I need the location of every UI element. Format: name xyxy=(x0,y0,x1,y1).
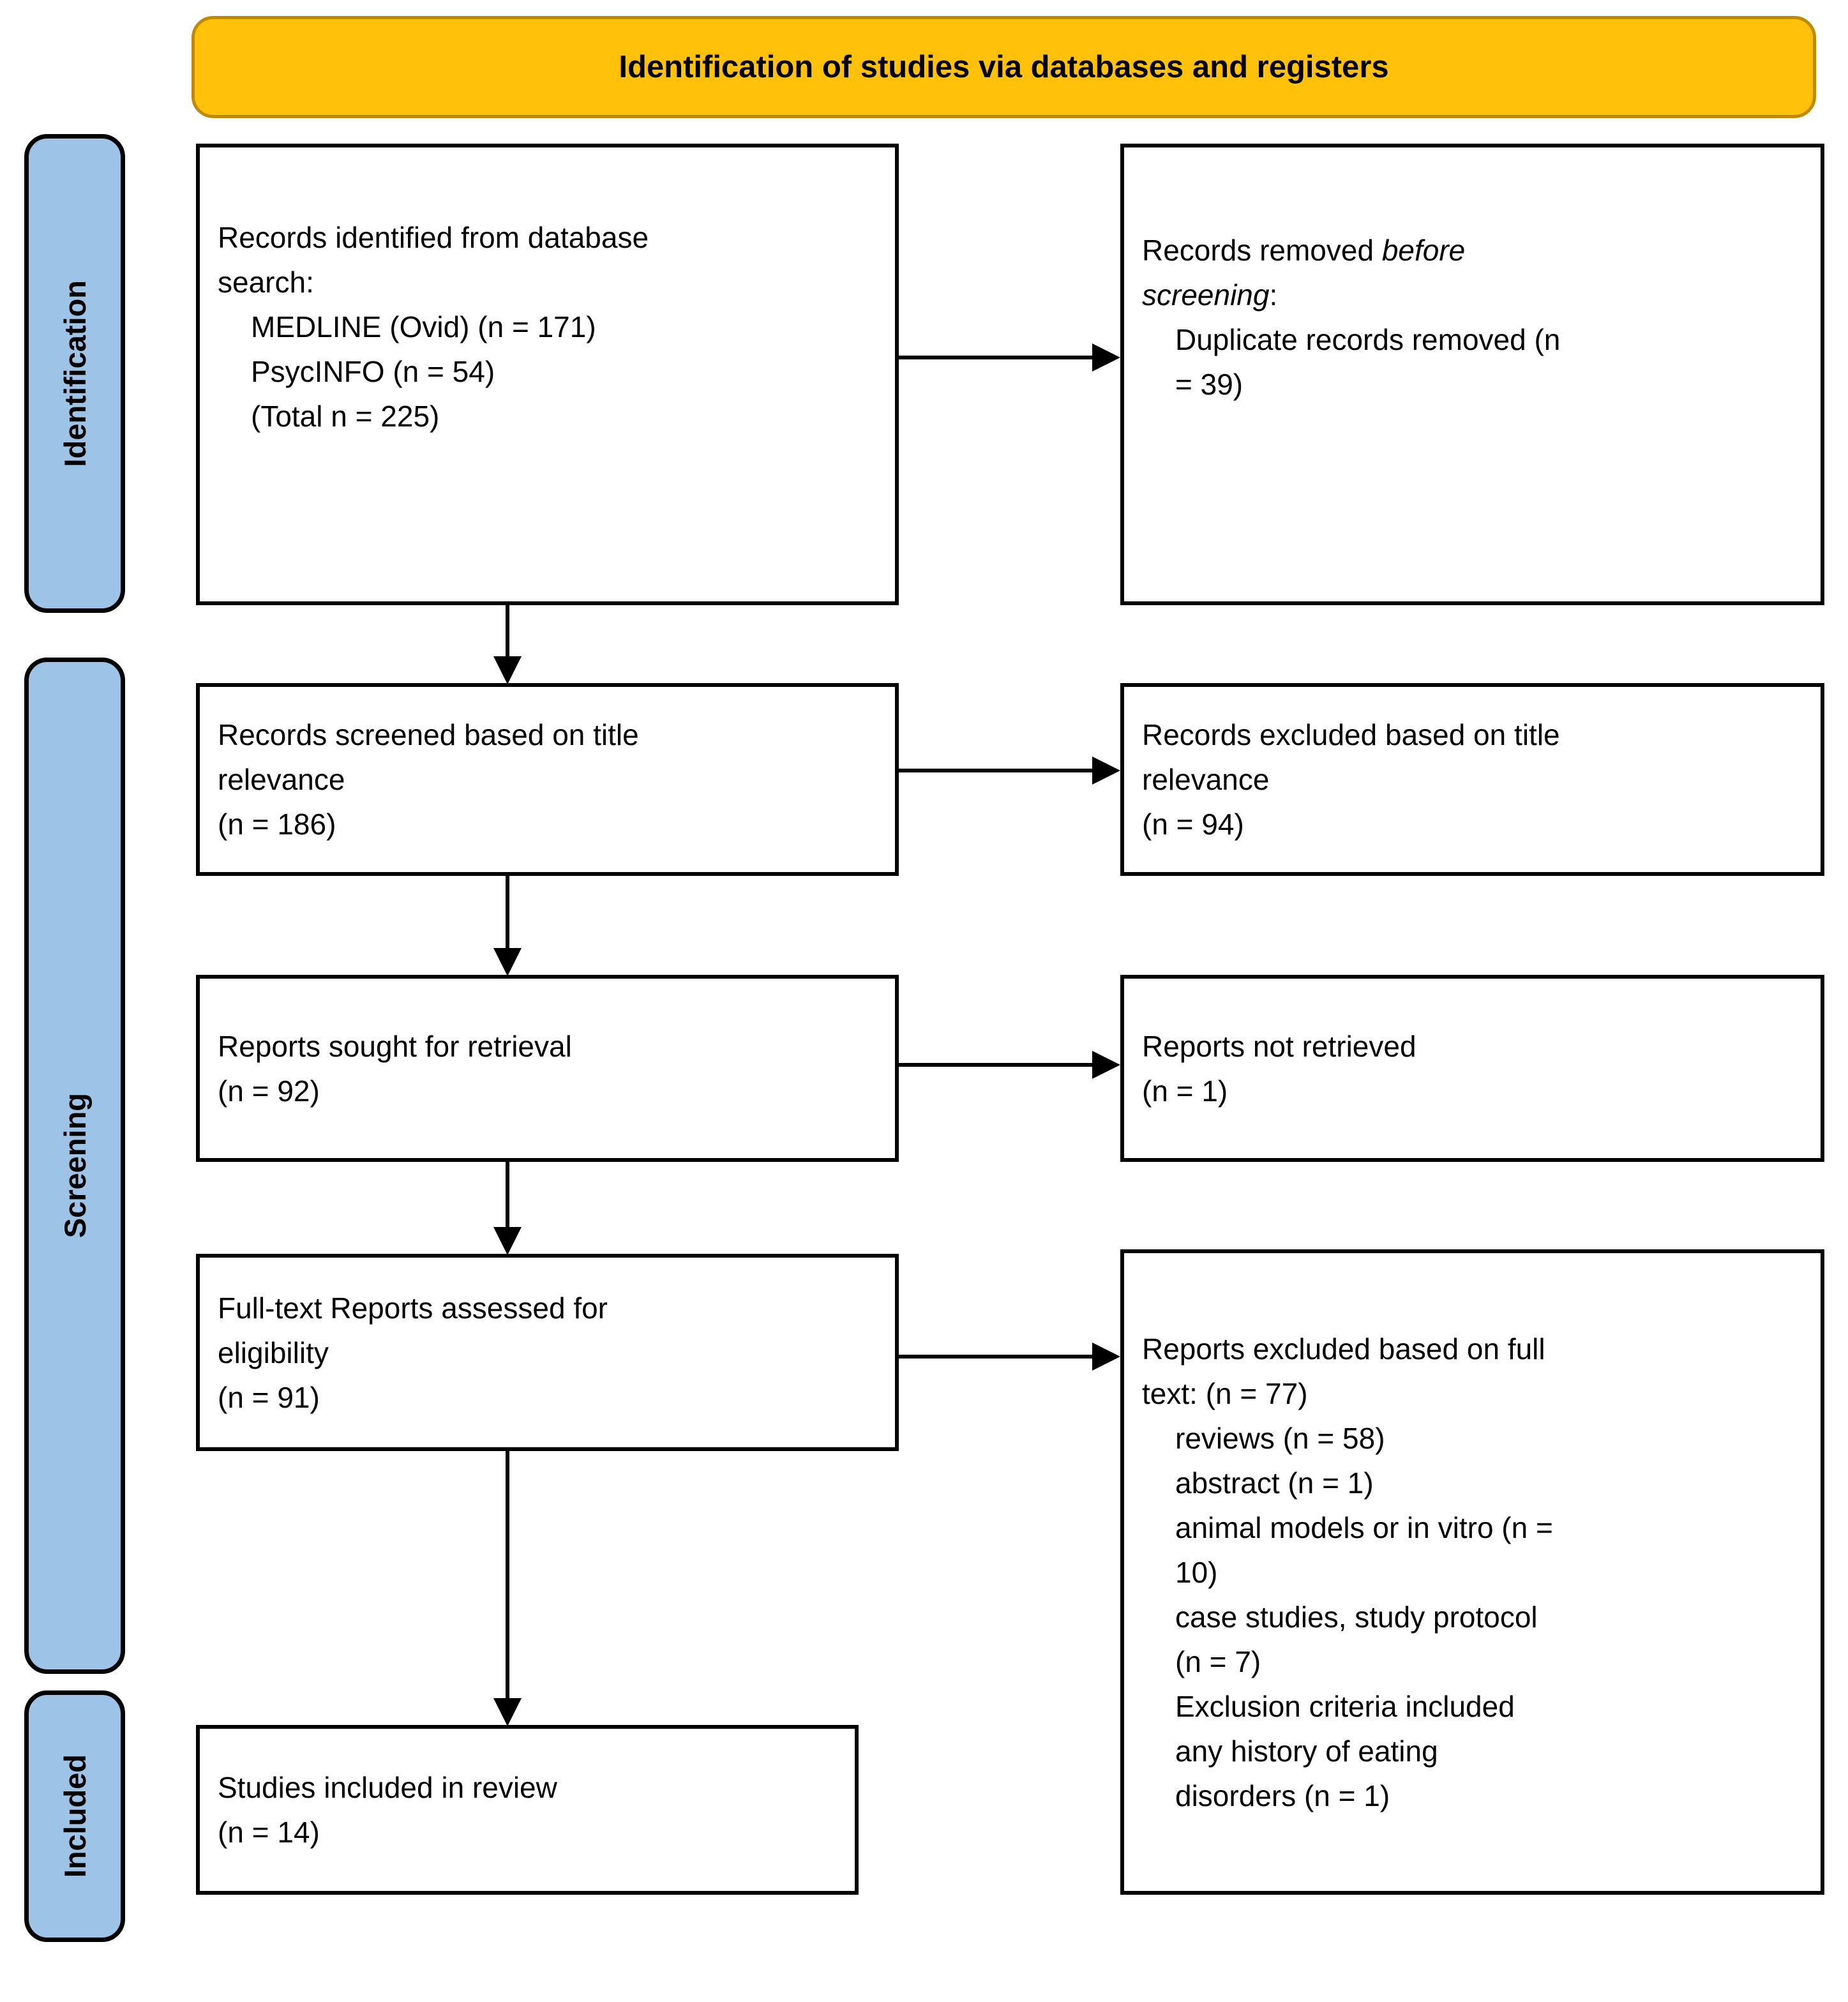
arrow-head-icon xyxy=(1092,1051,1120,1079)
text-line: text: (n = 77) xyxy=(1142,1376,1308,1410)
arrow-stem xyxy=(506,1451,509,1701)
box-studies-included: Studies included in review (n = 14) xyxy=(196,1725,859,1895)
box-records-identified: Records identified from database search:… xyxy=(196,144,899,605)
text-line: Records identified from database xyxy=(218,220,649,254)
arrow-head-icon xyxy=(493,656,522,684)
text-segment-italic: before xyxy=(1381,233,1466,267)
arrow-head-icon xyxy=(493,1698,522,1726)
box-reports-excluded-fulltext: Reports excluded based on full text: (n … xyxy=(1120,1249,1824,1895)
text-line: 10) xyxy=(1175,1555,1218,1589)
arrow-stem xyxy=(506,876,509,951)
text-line: relevance xyxy=(218,763,345,796)
arrow-stem xyxy=(899,1355,1095,1358)
arrow-stem xyxy=(899,769,1095,772)
arrow-head-icon xyxy=(1092,756,1120,785)
stage-label-screening-text: Screening xyxy=(57,1093,92,1238)
text-segment: Records removed xyxy=(1142,233,1382,267)
arrow-stem xyxy=(506,1162,509,1230)
text-line: Full-text Reports assessed for xyxy=(218,1291,608,1325)
arrow-head-icon xyxy=(493,1227,522,1255)
text-line: (n = 186) xyxy=(218,808,336,841)
banner-title: Identification of studies via databases … xyxy=(619,50,1389,84)
text-line: Records screened based on title xyxy=(218,718,639,751)
text-line: Records removed before xyxy=(1142,228,1812,273)
stage-label-included: Included xyxy=(24,1690,125,1942)
text-line: disorders (n = 1) xyxy=(1175,1779,1390,1812)
text-line: search: xyxy=(218,265,314,299)
text-line: (Total n = 225) xyxy=(251,399,440,433)
stage-label-identification-text: Identification xyxy=(57,280,92,467)
text-line: screening: xyxy=(1142,273,1812,317)
arrow-stem xyxy=(899,356,1095,359)
text-line: Duplicate records removed (n xyxy=(1175,322,1561,356)
arrow-head-icon xyxy=(1092,1343,1120,1371)
stage-label-included-text: Included xyxy=(57,1754,92,1878)
text-line: any history of eating xyxy=(1175,1734,1438,1768)
text-line: eligibility xyxy=(218,1336,329,1369)
text-line: (n = 14) xyxy=(218,1816,320,1849)
box-records-excluded-title: Records excluded based on title relevanc… xyxy=(1120,683,1824,876)
arrow-stem xyxy=(506,605,509,659)
text-line: reviews (n = 58) xyxy=(1175,1421,1385,1455)
text-line: Reports not retrieved xyxy=(1142,1029,1416,1063)
text-line: Reports sought for retrieval xyxy=(218,1029,572,1063)
box-records-removed-before-screening: Records removed before screening: Duplic… xyxy=(1120,144,1824,605)
arrow-head-icon xyxy=(1092,343,1120,372)
box-fulltext-assessed: Full-text Reports assessed for eligibili… xyxy=(196,1254,899,1451)
text-line: (n = 92) xyxy=(218,1074,320,1108)
text-line: animal models or in vitro (n = xyxy=(1175,1510,1553,1544)
stage-label-screening: Screening xyxy=(24,658,125,1674)
box-reports-sought: Reports sought for retrieval (n = 92) xyxy=(196,975,899,1162)
text-segment-italic: screening xyxy=(1142,278,1270,312)
text-line: relevance xyxy=(1142,763,1270,796)
text-line: Studies included in review xyxy=(218,1771,557,1804)
arrow-head-icon xyxy=(493,948,522,976)
text-line: (n = 7) xyxy=(1175,1644,1261,1678)
box-reports-not-retrieved: Reports not retrieved (n = 1) xyxy=(1120,975,1824,1162)
text-segment: : xyxy=(1269,278,1278,312)
stage-label-identification: Identification xyxy=(24,134,125,613)
banner: Identification of studies via databases … xyxy=(192,16,1816,118)
text-line: (n = 91) xyxy=(218,1380,320,1414)
text-line: MEDLINE (Ovid) (n = 171) xyxy=(251,310,596,343)
text-line: Records excluded based on title xyxy=(1142,718,1560,751)
text-line: = 39) xyxy=(1175,367,1243,401)
text-line: case studies, study protocol xyxy=(1175,1600,1538,1634)
text-line: (n = 94) xyxy=(1142,808,1244,841)
text-line: Reports excluded based on full xyxy=(1142,1332,1545,1366)
arrow-stem xyxy=(899,1063,1095,1067)
box-records-screened: Records screened based on title relevanc… xyxy=(196,683,899,876)
text-line: abstract (n = 1) xyxy=(1175,1466,1374,1500)
text-line: PsycINFO (n = 54) xyxy=(251,354,495,388)
text-line: (n = 1) xyxy=(1142,1074,1228,1108)
text-line: Exclusion criteria included xyxy=(1175,1689,1515,1723)
